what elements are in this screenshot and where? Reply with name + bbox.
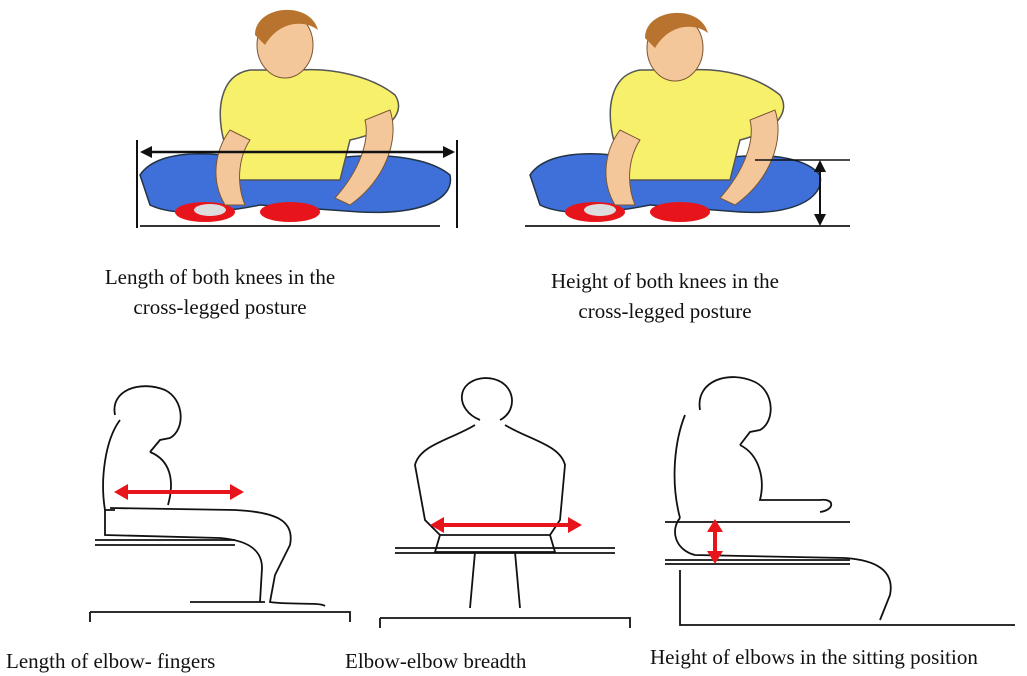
panel-knee-height: Height of both knees in the cross-legged… <box>480 0 1027 330</box>
panel-elbow-fingers: Length of elbow- fingers <box>0 370 360 675</box>
caption-line: cross-legged posture <box>515 296 815 326</box>
seated-side-elbow-height-illustration <box>650 370 1027 630</box>
caption-elbow-height: Height of elbows in the sitting position <box>650 642 978 672</box>
caption-line: Height of elbows in the sitting position <box>650 642 978 672</box>
panel-elbow-breadth: Elbow-elbow breadth <box>360 370 650 675</box>
panel-elbow-height: Height of elbows in the sitting position <box>650 370 1027 675</box>
caption-elbow-fingers: Length of elbow- fingers <box>6 646 215 676</box>
boy-cross-legged-height-illustration <box>480 0 1027 240</box>
seated-back-elbow-breadth-illustration <box>360 370 650 630</box>
caption-line: Length of elbow- fingers <box>6 646 215 676</box>
caption-line: Height of both knees in the <box>515 266 815 296</box>
panel-knee-length: Length of both knees in the cross-legged… <box>0 0 480 330</box>
caption-line: Elbow-elbow breadth <box>345 646 526 676</box>
caption-line: Length of both knees in the <box>70 262 370 292</box>
caption-elbow-breadth: Elbow-elbow breadth <box>345 646 526 676</box>
caption-line: cross-legged posture <box>70 292 370 322</box>
caption-knee-height: Height of both knees in the cross-legged… <box>515 266 815 326</box>
seated-side-elbow-fingers-illustration <box>0 370 360 630</box>
caption-knee-length: Length of both knees in the cross-legged… <box>70 262 370 322</box>
boy-cross-legged-width-illustration <box>0 0 480 240</box>
